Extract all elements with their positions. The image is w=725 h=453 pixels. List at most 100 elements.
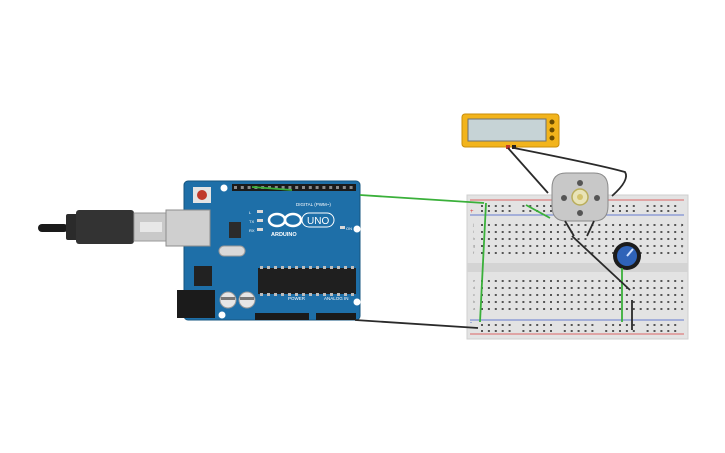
breadboard-hole[interactable]	[494, 330, 497, 332]
breadboard-hole[interactable]	[543, 301, 546, 303]
breadboard-hole[interactable]	[556, 252, 559, 254]
power-header[interactable]	[255, 313, 309, 320]
breadboard-hole[interactable]	[570, 238, 573, 240]
breadboard-hole[interactable]	[632, 238, 635, 240]
breadboard-hole[interactable]	[639, 280, 642, 282]
analog-header[interactable]	[316, 313, 356, 320]
wire-green-vertical[interactable]	[479, 202, 487, 323]
breadboard-hole[interactable]	[501, 294, 504, 296]
breadboard-hole[interactable]	[667, 301, 670, 303]
breadboard-hole[interactable]	[577, 330, 580, 332]
breadboard-hole[interactable]	[639, 224, 642, 226]
breadboard-hole[interactable]	[481, 252, 483, 254]
breadboard-hole[interactable]	[605, 280, 608, 282]
breadboard-hole[interactable]	[577, 324, 580, 326]
breadboard-hole[interactable]	[494, 224, 497, 226]
breadboard-hole[interactable]	[494, 287, 497, 289]
breadboard-hole[interactable]	[570, 308, 573, 310]
breadboard-hole[interactable]	[536, 252, 539, 254]
breadboard-hole[interactable]	[584, 330, 587, 332]
breadboard-hole[interactable]	[577, 224, 580, 226]
breadboard-hole[interactable]	[494, 238, 497, 240]
breadboard-hole[interactable]	[494, 280, 497, 282]
breadboard-hole[interactable]	[653, 224, 656, 226]
breadboard-hole[interactable]	[522, 294, 525, 296]
header-pin[interactable]	[349, 186, 353, 189]
breadboard-hole[interactable]	[570, 280, 573, 282]
breadboard-hole[interactable]	[674, 224, 677, 226]
breadboard-hole[interactable]	[632, 324, 635, 326]
breadboard-hole[interactable]	[653, 205, 656, 207]
breadboard-hole[interactable]	[625, 308, 628, 310]
breadboard-hole[interactable]	[577, 238, 580, 240]
breadboard-hole[interactable]	[508, 308, 511, 310]
breadboard-hole[interactable]	[570, 294, 573, 296]
breadboard-hole[interactable]	[570, 224, 573, 226]
header-pin[interactable]	[234, 186, 237, 189]
breadboard-hole[interactable]	[584, 280, 587, 282]
breadboard-hole[interactable]	[487, 238, 490, 240]
breadboard-hole[interactable]	[563, 287, 566, 289]
wire-black-meter-left[interactable]	[507, 147, 549, 194]
breadboard-hole[interactable]	[487, 224, 490, 226]
breadboard-hole[interactable]	[605, 252, 608, 254]
wire-green-to-motor[interactable]	[525, 204, 551, 219]
breadboard-hole[interactable]	[577, 287, 580, 289]
breadboard-hole[interactable]	[632, 231, 635, 233]
breadboard-hole[interactable]	[584, 252, 587, 254]
header-pin[interactable]	[288, 186, 292, 189]
breadboard-hole[interactable]	[501, 205, 504, 207]
breadboard-hole[interactable]	[536, 294, 539, 296]
breadboard-hole[interactable]	[577, 245, 580, 247]
breadboard-hole[interactable]	[605, 238, 608, 240]
breadboard-hole[interactable]	[494, 294, 497, 296]
breadboard-hole[interactable]	[494, 324, 497, 326]
breadboard-hole[interactable]	[550, 231, 552, 233]
breadboard-hole[interactable]	[543, 287, 546, 289]
breadboard-hole[interactable]	[667, 205, 670, 207]
breadboard-hole[interactable]	[646, 294, 649, 296]
breadboard-hole[interactable]	[543, 205, 546, 207]
breadboard-hole[interactable]	[487, 301, 490, 303]
breadboard-hole[interactable]	[646, 205, 649, 207]
breadboard-hole[interactable]	[522, 287, 525, 289]
breadboard-hole[interactable]	[570, 287, 573, 289]
breadboard-hole[interactable]	[481, 224, 483, 226]
breadboard-hole[interactable]	[660, 210, 663, 212]
breadboard-hole[interactable]	[625, 231, 628, 233]
breadboard-hole[interactable]	[591, 252, 594, 254]
breadboard-hole[interactable]	[536, 308, 539, 310]
breadboard-hole[interactable]	[674, 324, 677, 326]
breadboard-hole[interactable]	[584, 245, 587, 247]
breadboard-hole[interactable]	[646, 245, 649, 247]
breadboard-hole[interactable]	[508, 301, 511, 303]
breadboard-hole[interactable]	[501, 224, 504, 226]
breadboard-hole[interactable]	[674, 245, 677, 247]
breadboard-hole[interactable]	[612, 245, 615, 247]
breadboard-hole[interactable]	[529, 308, 532, 310]
breadboard-hole[interactable]	[674, 238, 677, 240]
breadboard-hole[interactable]	[563, 330, 566, 332]
breadboard-hole[interactable]	[536, 224, 539, 226]
breadboard-hole[interactable]	[570, 252, 573, 254]
breadboard-hole[interactable]	[536, 287, 539, 289]
breadboard-hole[interactable]	[598, 252, 601, 254]
breadboard-hole[interactable]	[660, 205, 663, 207]
breadboard-hole[interactable]	[494, 301, 497, 303]
breadboard-hole[interactable]	[543, 252, 546, 254]
breadboard-hole[interactable]	[639, 252, 642, 254]
breadboard-hole[interactable]	[639, 287, 642, 289]
breadboard-hole[interactable]	[529, 210, 532, 212]
breadboard-hole[interactable]	[577, 308, 580, 310]
breadboard-hole[interactable]	[653, 280, 656, 282]
breadboard-hole[interactable]	[625, 280, 628, 282]
breadboard-hole[interactable]	[653, 238, 656, 240]
breadboard-hole[interactable]	[494, 245, 497, 247]
header-pin[interactable]	[308, 186, 312, 189]
breadboard-hole[interactable]	[632, 301, 635, 303]
breadboard-hole[interactable]	[577, 301, 580, 303]
breadboard-hole[interactable]	[536, 238, 539, 240]
breadboard-hole[interactable]	[619, 224, 621, 226]
breadboard-hole[interactable]	[598, 294, 601, 296]
breadboard-hole[interactable]	[598, 308, 601, 310]
